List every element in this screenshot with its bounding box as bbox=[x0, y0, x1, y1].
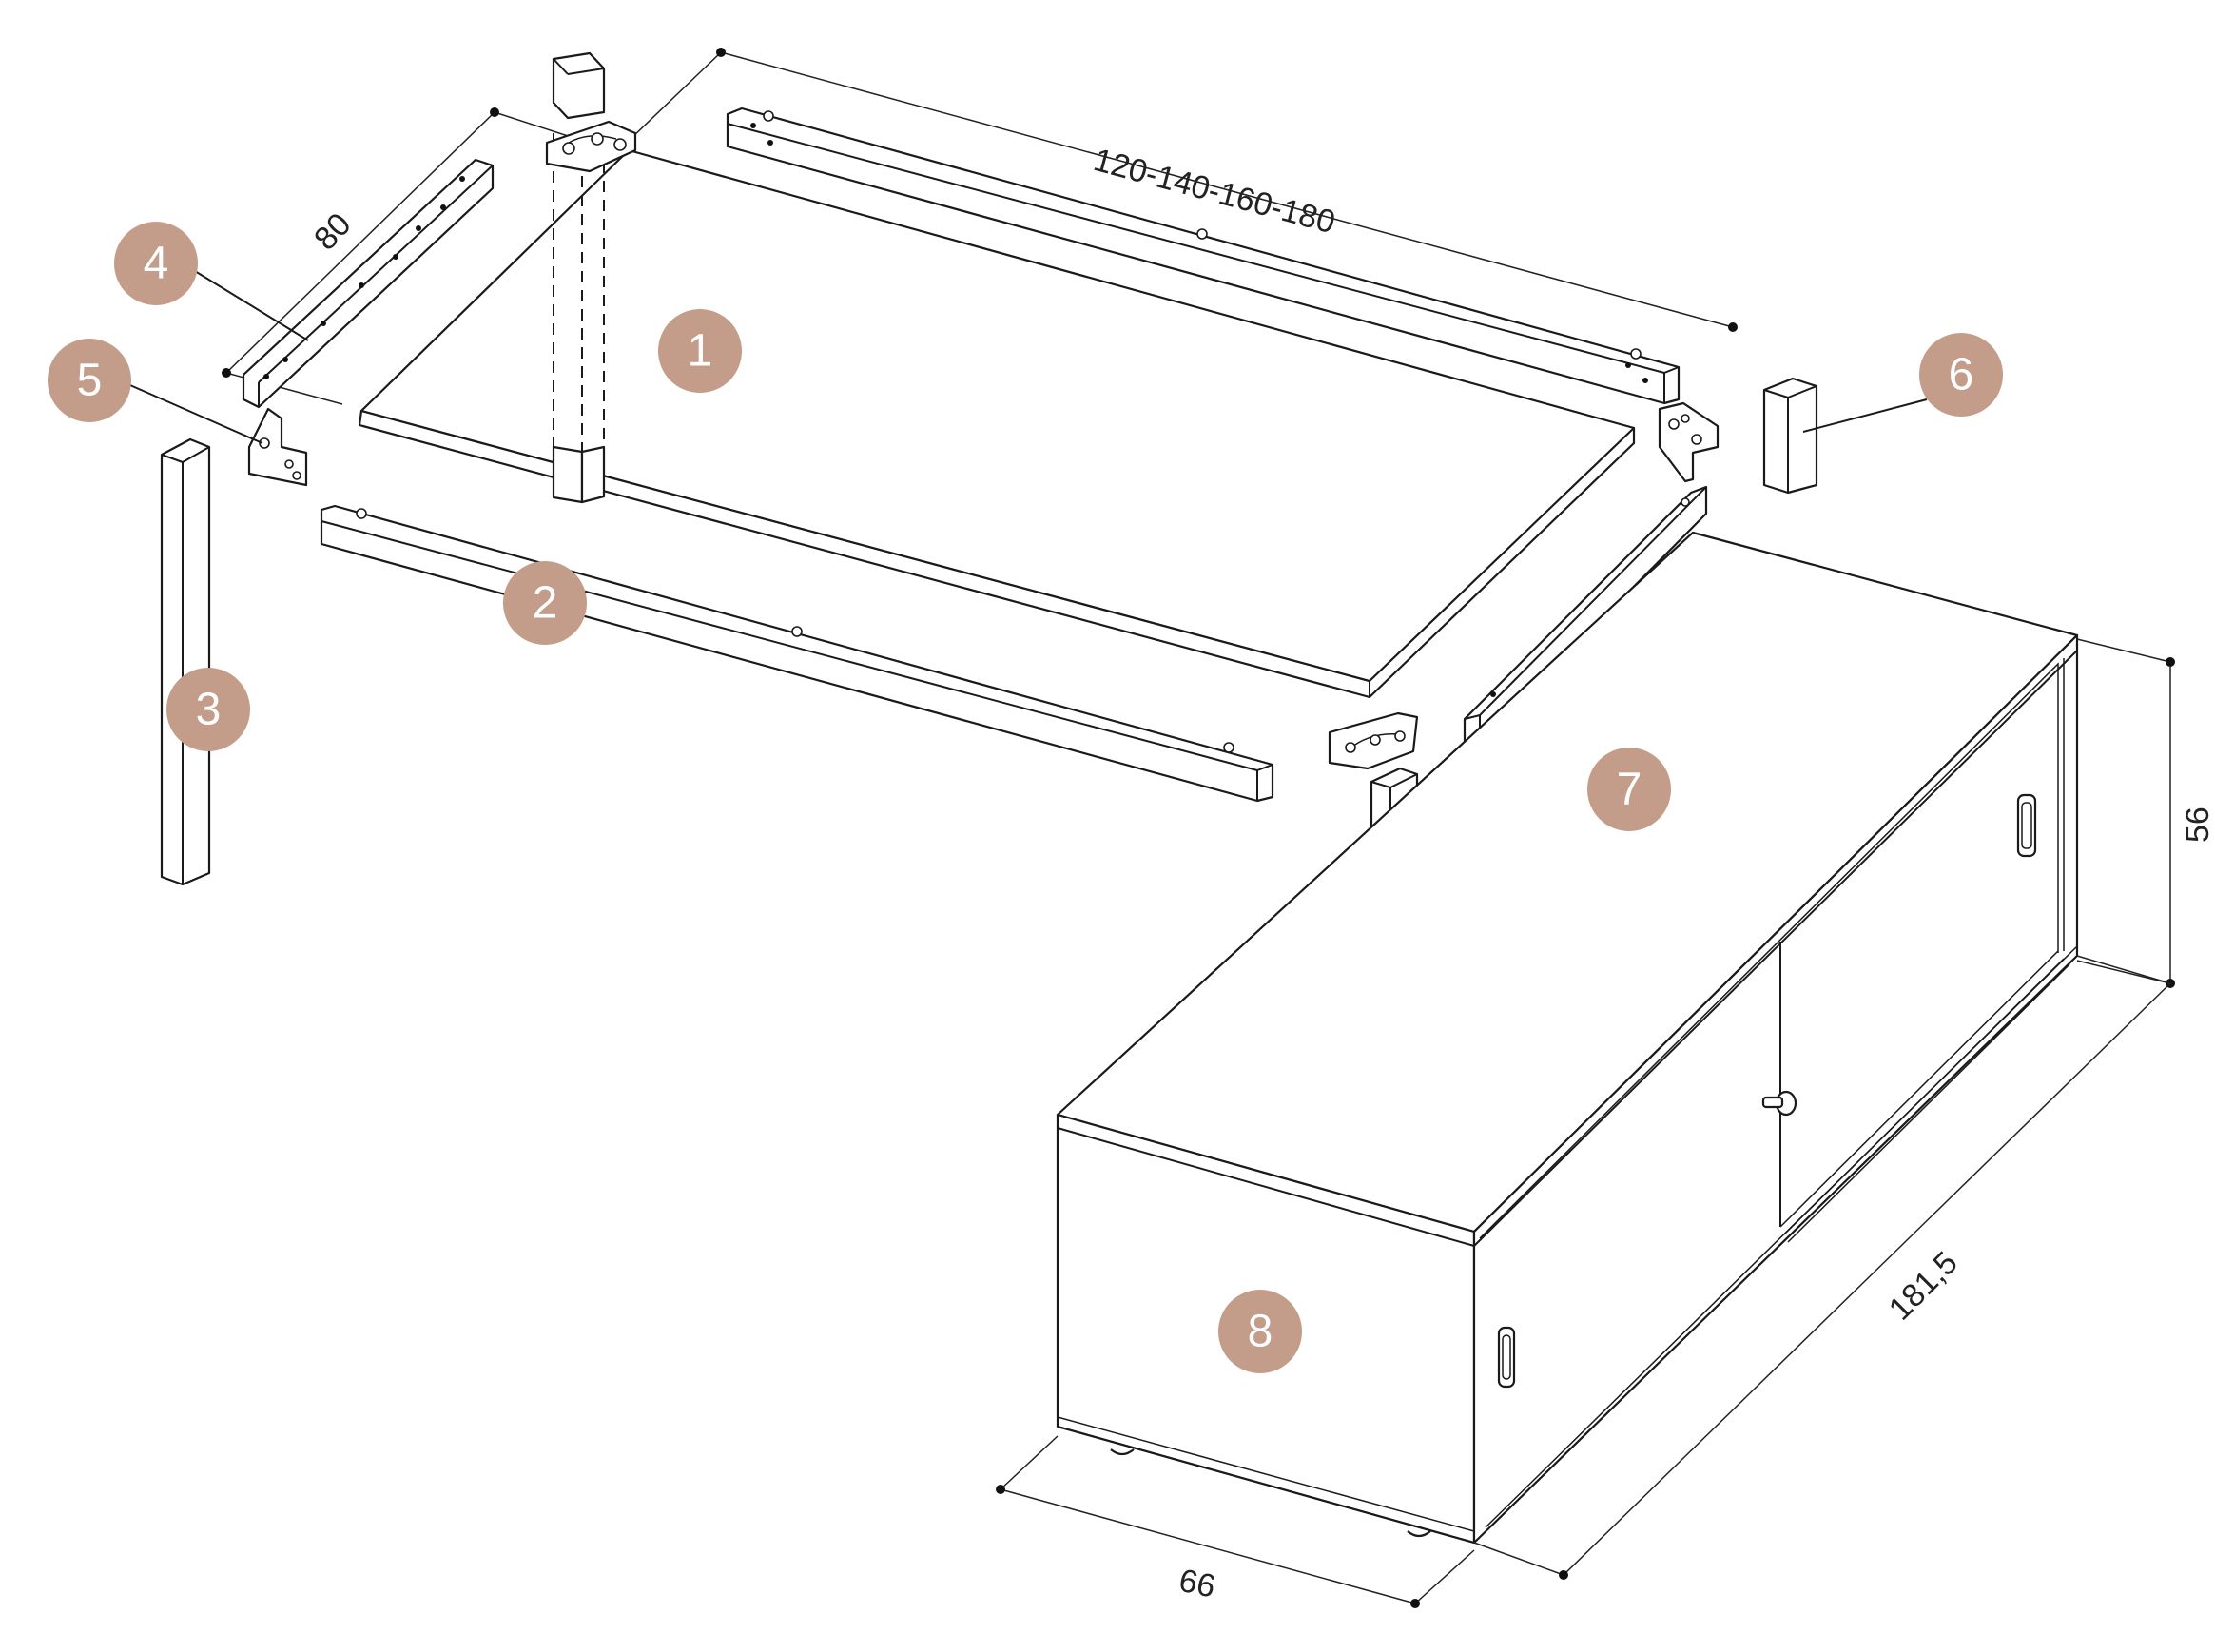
corner-bracket-front-right bbox=[1328, 711, 1419, 770]
corner-bracket-back-right bbox=[1658, 401, 1720, 483]
back-rail bbox=[726, 107, 1681, 405]
dimension-cabinet-height: 56 bbox=[2076, 638, 2215, 988]
dimension-cabinet-depth: 66 bbox=[996, 1435, 1475, 1608]
side-rail-left bbox=[242, 158, 495, 409]
storage-cabinet bbox=[1056, 531, 2079, 1545]
callout-3: 3 bbox=[166, 668, 250, 751]
callout-2: 2 bbox=[503, 561, 587, 645]
callout-8: 8 bbox=[1218, 1290, 1302, 1373]
back-left-leg bbox=[552, 51, 606, 504]
front-left-leg bbox=[160, 437, 211, 886]
leader-line-6 bbox=[1802, 398, 1928, 433]
leader-line-4 bbox=[189, 267, 309, 341]
leg-end-cap bbox=[1762, 377, 1818, 495]
callout-8-label: 8 bbox=[1248, 1307, 1273, 1357]
callout-1: 1 bbox=[658, 309, 742, 393]
dimension-cabinet-height-label: 56 bbox=[2180, 807, 2215, 843]
callout-3-label: 3 bbox=[196, 685, 222, 735]
callout-2-label: 2 bbox=[533, 578, 558, 629]
dimension-depth-label: 80 bbox=[307, 206, 359, 258]
callout-6: 6 bbox=[1919, 333, 2003, 417]
corner-bracket-front-left bbox=[247, 407, 308, 487]
callout-4-label: 4 bbox=[144, 239, 169, 289]
callout-5: 5 bbox=[48, 339, 131, 422]
callout-7-label: 7 bbox=[1617, 765, 1642, 815]
corner-bracket-back-left bbox=[545, 120, 637, 173]
dimension-cabinet-depth-label: 66 bbox=[1176, 1563, 1218, 1605]
dimension-cabinet-length-label: 181,5 bbox=[1882, 1245, 1965, 1328]
leader-line-5 bbox=[123, 381, 263, 444]
callout-1-label: 1 bbox=[688, 326, 713, 377]
callout-4: 4 bbox=[114, 222, 198, 305]
table-top-panel bbox=[358, 148, 1636, 699]
callout-7: 7 bbox=[1587, 748, 1671, 831]
callout-6-label: 6 bbox=[1949, 350, 1974, 400]
callout-5-label: 5 bbox=[77, 356, 103, 406]
